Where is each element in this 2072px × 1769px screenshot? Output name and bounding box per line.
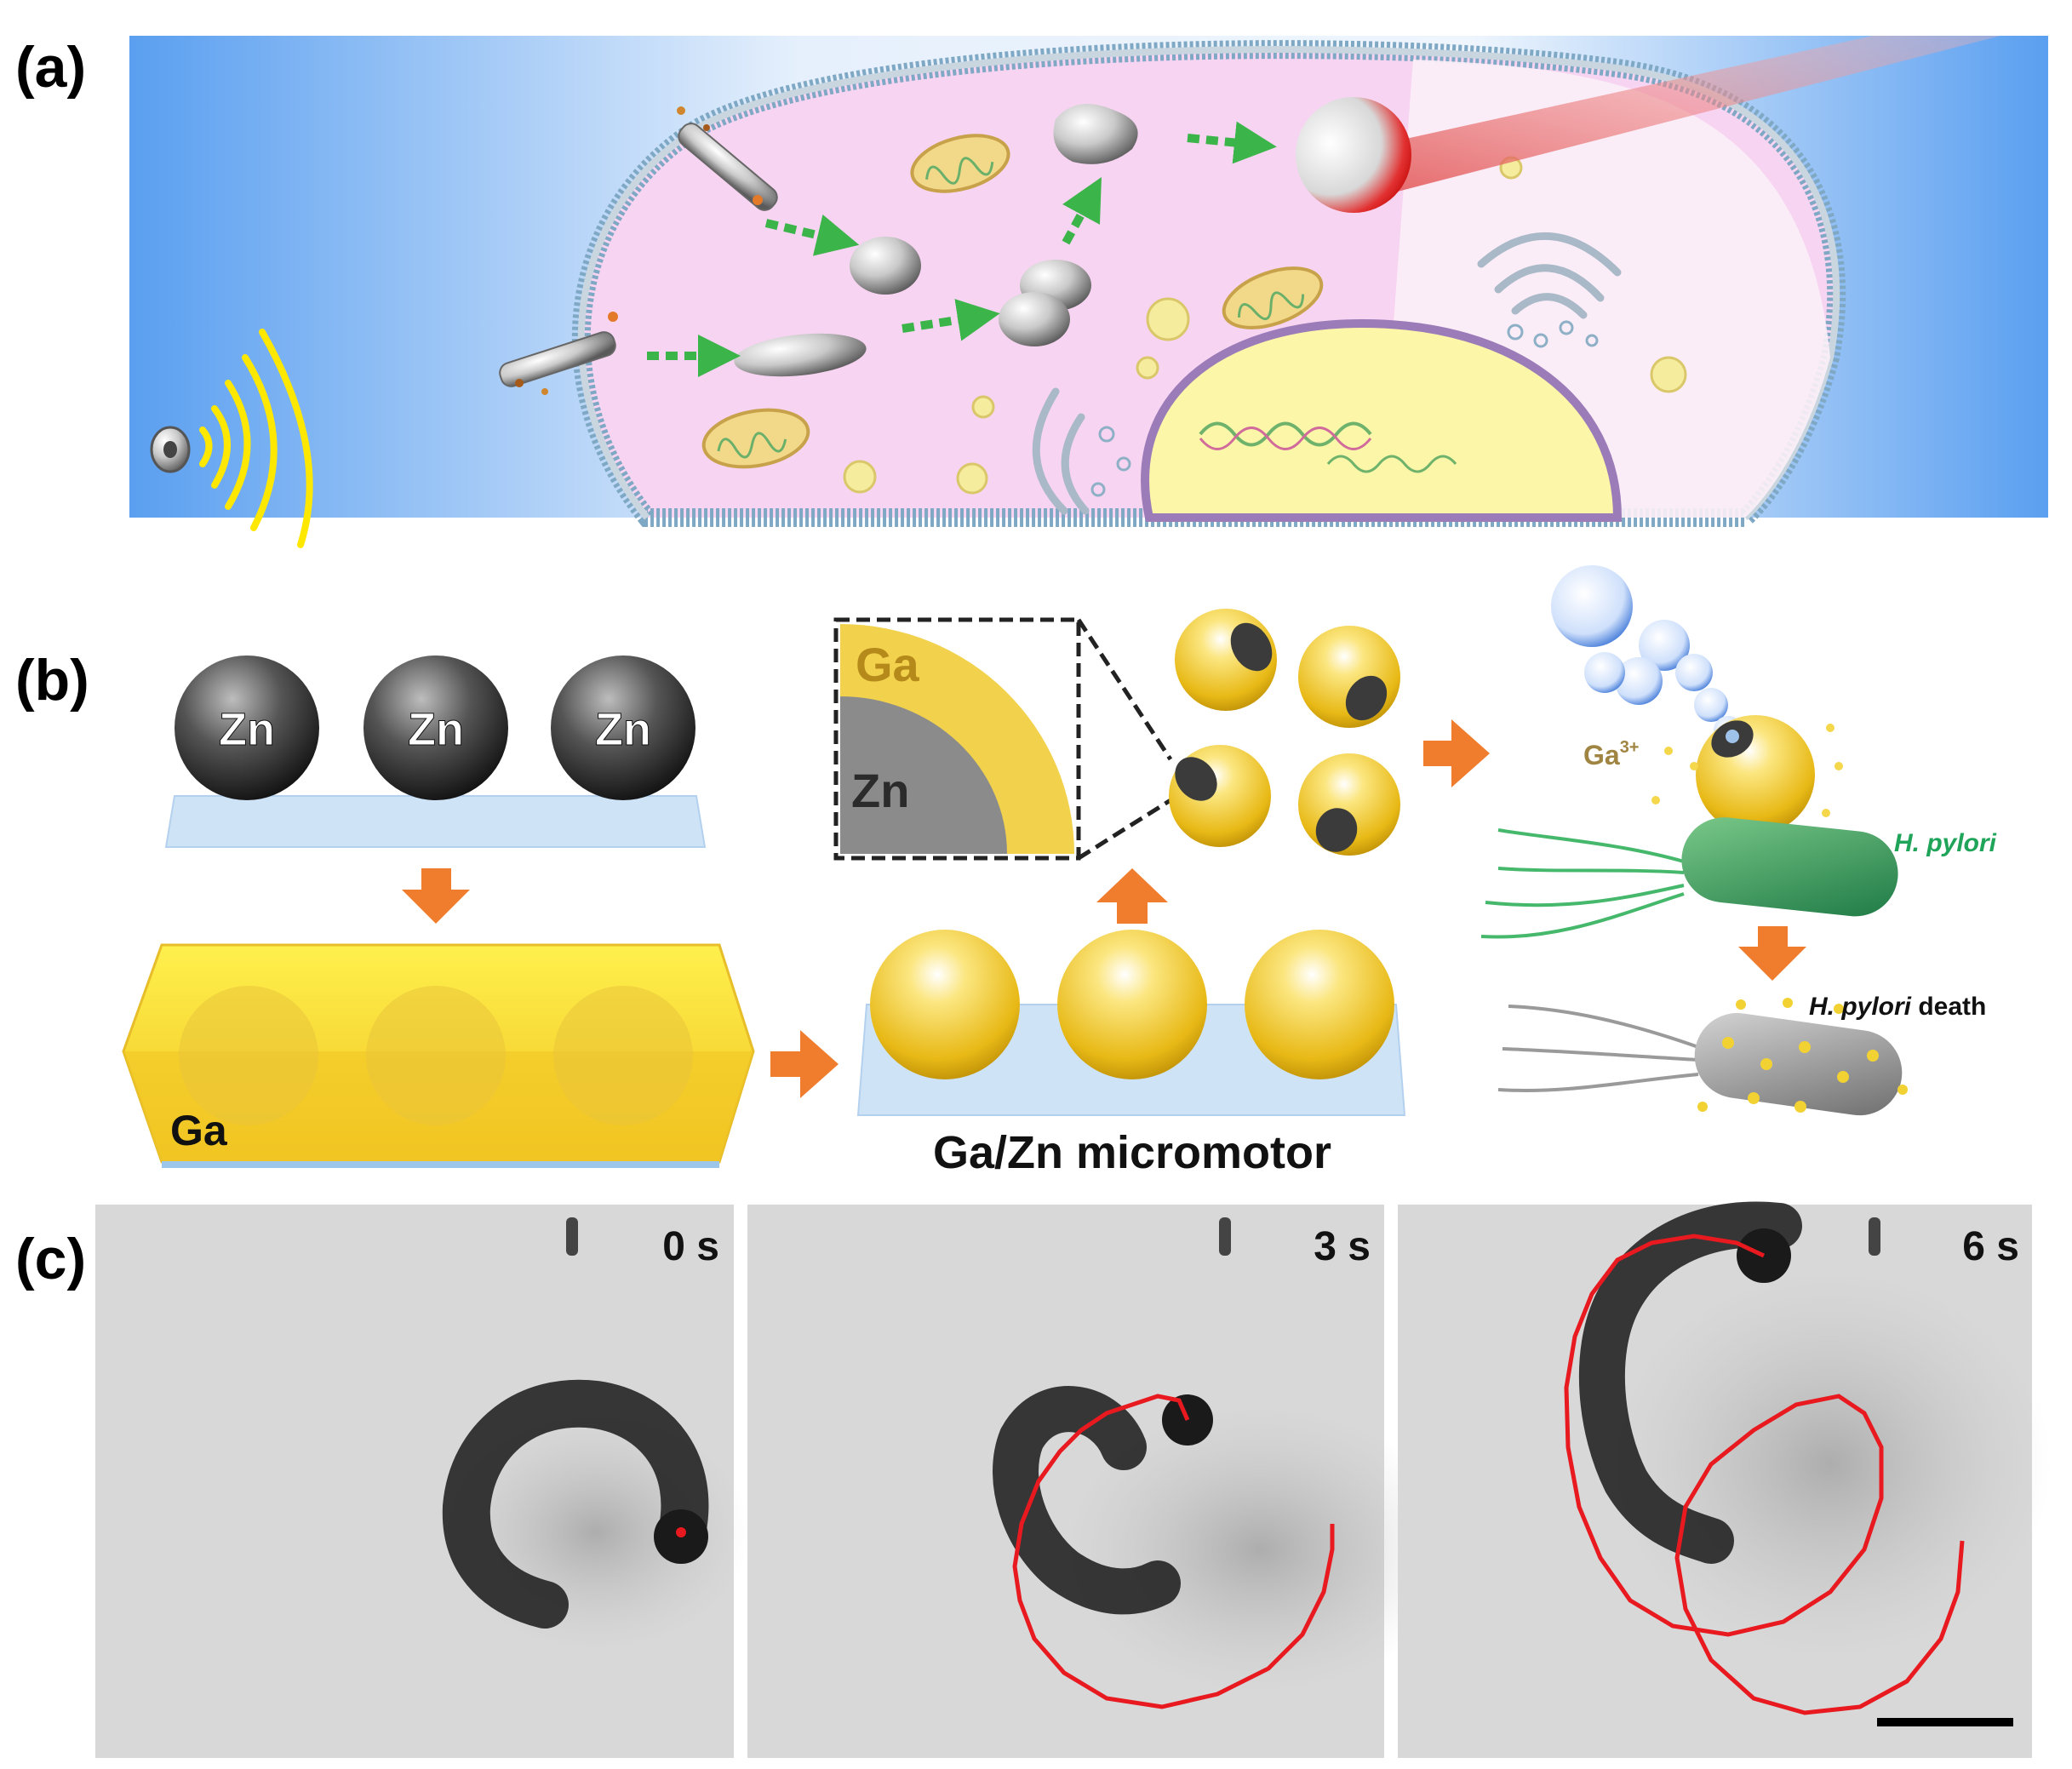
panel-label-a: (a) bbox=[15, 35, 87, 100]
green-arrow bbox=[647, 121, 1277, 377]
panel-c-frames: 0 s 3 s 6 s bbox=[95, 1201, 2052, 1758]
panel-label-c: (c) bbox=[15, 1227, 87, 1291]
nanomotor bbox=[677, 106, 778, 211]
mitochondrion bbox=[701, 408, 810, 469]
flagella bbox=[1480, 828, 1685, 939]
embedded-sphere bbox=[553, 986, 693, 1125]
ga-zn-micromotor bbox=[1245, 930, 1394, 1079]
panel-a-illustration bbox=[129, 36, 2048, 548]
gallium-ion bbox=[1697, 998, 1908, 1113]
dead-bacterium bbox=[1694, 1012, 1903, 1116]
orange-arrow-down bbox=[402, 868, 470, 924]
frame-time-label: 0 s bbox=[662, 1224, 719, 1269]
embedded-sphere bbox=[179, 986, 318, 1125]
bacteria-label: H. pylori bbox=[1894, 829, 1997, 857]
janus-micromotor bbox=[1169, 745, 1271, 847]
death-label: H. pylori death bbox=[1809, 993, 1986, 1021]
cargo-particle bbox=[1053, 104, 1138, 164]
flagella bbox=[1497, 1005, 1699, 1092]
zn-sphere bbox=[551, 656, 695, 800]
golgi-apparatus bbox=[1032, 232, 1622, 515]
orange-arrow-right bbox=[770, 1030, 839, 1098]
orange-arrow-right bbox=[1423, 719, 1490, 787]
inset-ga-label: Ga bbox=[856, 638, 920, 691]
ultrasound-waves-icon bbox=[199, 329, 313, 548]
embedded-sphere bbox=[366, 986, 506, 1125]
h-pylori-bacterium bbox=[1681, 817, 1898, 917]
ga-zn-micromotor bbox=[1057, 930, 1207, 1079]
ultrasound-transducer-icon bbox=[150, 426, 191, 473]
orange-arrow-down bbox=[1738, 926, 1806, 981]
zn-sphere-label: Zn bbox=[219, 704, 275, 755]
panel-b-illustration: Zn Zn Zn Ga Ga/Zn micromotor Ga Zn bbox=[122, 565, 1997, 1178]
ga-block-label: Ga bbox=[170, 1107, 228, 1154]
cargo-particle bbox=[850, 237, 921, 295]
trajectory-start-dot bbox=[676, 1527, 686, 1537]
nucleus bbox=[1141, 318, 1623, 522]
marker-particle bbox=[566, 1217, 578, 1256]
dna-strand bbox=[1199, 421, 1372, 447]
laser-beam bbox=[1379, 36, 2000, 194]
zn-sphere-label: Zn bbox=[408, 704, 464, 755]
marker-particle bbox=[1869, 1217, 1880, 1256]
time-lapse-frame-6s: 6 s bbox=[1398, 1201, 2052, 1758]
active-micromotor bbox=[1696, 715, 1815, 834]
cargo-particle bbox=[999, 292, 1070, 346]
ga-zn-micromotor bbox=[870, 930, 1020, 1079]
irradiated-particle bbox=[1296, 97, 1411, 213]
zn-sphere bbox=[363, 656, 508, 800]
scale-bar bbox=[1877, 1718, 2013, 1726]
substrate bbox=[164, 795, 707, 848]
mitochondrion bbox=[910, 134, 1010, 193]
trajectory-path bbox=[1012, 1394, 1335, 1709]
time-lapse-frame-0s: 0 s bbox=[95, 1205, 749, 1758]
zn-sphere-label: Zn bbox=[595, 704, 651, 755]
janus-micromotor bbox=[1298, 753, 1400, 856]
janus-micromotor bbox=[1175, 609, 1277, 711]
nanomotor bbox=[499, 312, 618, 395]
zn-sphere bbox=[175, 656, 319, 800]
panel-label-b: (b) bbox=[15, 648, 89, 713]
trajectory-path bbox=[1564, 1234, 1965, 1715]
mitochondrion bbox=[1222, 266, 1324, 329]
frame-time-label: 6 s bbox=[1962, 1224, 2019, 1269]
bubble-trail bbox=[1551, 565, 1743, 745]
zn-core bbox=[840, 696, 1007, 854]
janus-micromotor bbox=[1298, 626, 1400, 728]
micromotor-caption: Ga/Zn micromotor bbox=[933, 1127, 1331, 1178]
frame-time-label: 3 s bbox=[1314, 1224, 1371, 1269]
orange-arrow-up bbox=[1096, 868, 1168, 924]
inset-zn-label: Zn bbox=[851, 764, 909, 817]
cargo-particle bbox=[734, 333, 867, 377]
marker-particle bbox=[1219, 1217, 1231, 1256]
ion-label: Ga3+ bbox=[1583, 738, 1640, 770]
time-lapse-frame-3s: 3 s bbox=[747, 1205, 1456, 1758]
